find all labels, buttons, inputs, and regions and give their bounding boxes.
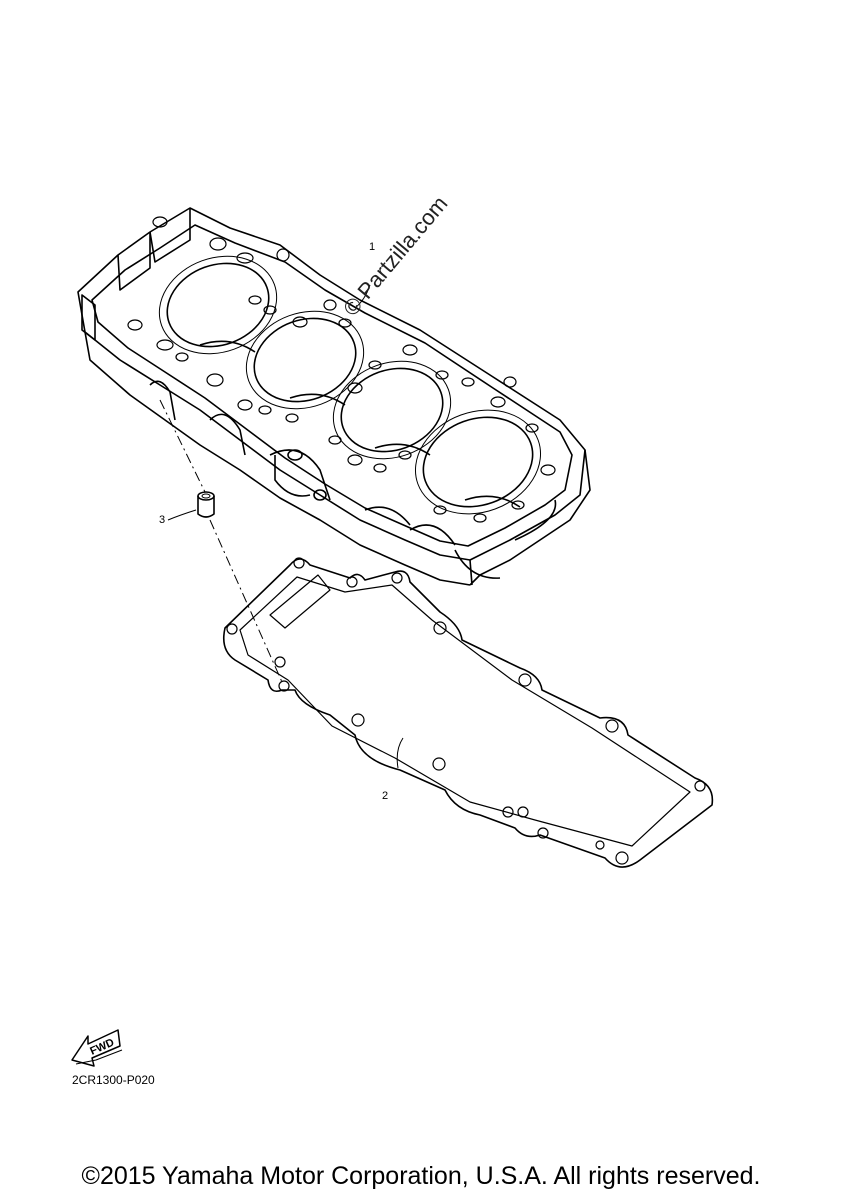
diagram-code: 2CR1300-P020 — [72, 1073, 155, 1087]
copyright-notice: ©2015 Yamaha Motor Corporation, U.S.A. A… — [81, 1162, 761, 1190]
leader-lines — [159, 284, 404, 769]
callout-3: 3 — [159, 514, 166, 526]
cylinder-gasket[interactable] — [222, 557, 714, 868]
cylinder-block[interactable] — [77, 207, 591, 586]
callout-1: 1 — [369, 241, 376, 253]
fwd-arrow-icon — [71, 1029, 123, 1067]
callout-2: 2 — [382, 790, 389, 802]
dowel-pin[interactable] — [197, 491, 215, 518]
fwd-label: FWD — [88, 1037, 116, 1058]
